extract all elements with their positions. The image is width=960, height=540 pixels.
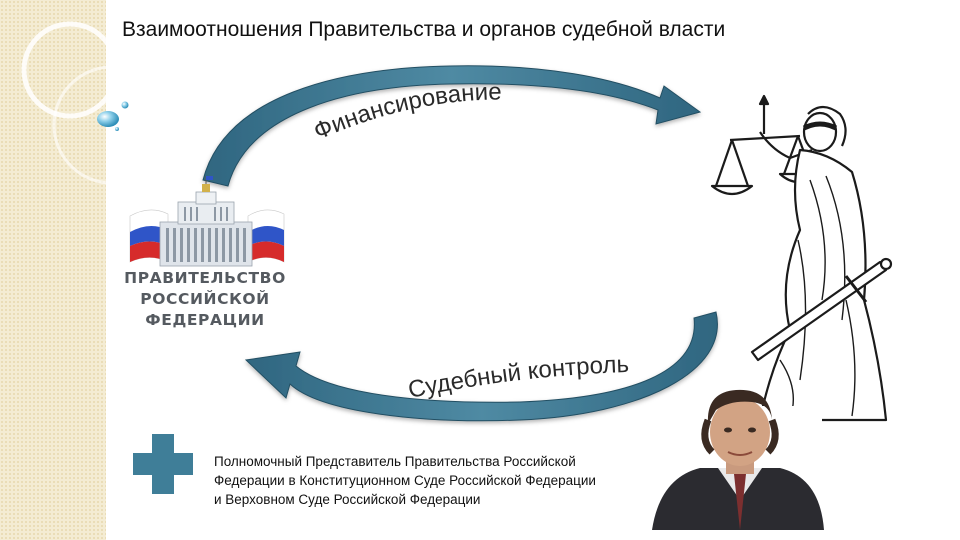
government-building-image	[129, 176, 285, 267]
caption-line: Федерации в Конституционном Суде Российс…	[214, 473, 596, 488]
government-logo-line: ПРАВИТЕЛЬСТВО	[124, 269, 286, 287]
lady-justice-image	[710, 94, 893, 422]
decorative-side-strip	[0, 0, 106, 540]
representative-caption: Полномочный Представитель Правительства …	[214, 452, 684, 509]
plus-icon	[133, 434, 193, 494]
decorative-circles	[21, 21, 106, 185]
caption-line: Полномочный Представитель Правительства …	[214, 454, 576, 469]
government-logo-line: ФЕДЕРАЦИИ	[145, 311, 265, 329]
government-logo-line: РОССИЙСКОЙ	[140, 290, 270, 308]
judicial-control-arrow	[244, 311, 718, 422]
caption-line: и Верховном Суде Российской Федерации	[214, 492, 481, 507]
financing-arrow	[202, 65, 702, 187]
person-photo	[652, 389, 824, 530]
government-logo-text: ПРАВИТЕЛЬСТВО РОССИЙСКОЙ ФЕДЕРАЦИИ	[124, 268, 286, 331]
page-title: Взаимоотношения Правительства и органов …	[122, 18, 726, 41]
